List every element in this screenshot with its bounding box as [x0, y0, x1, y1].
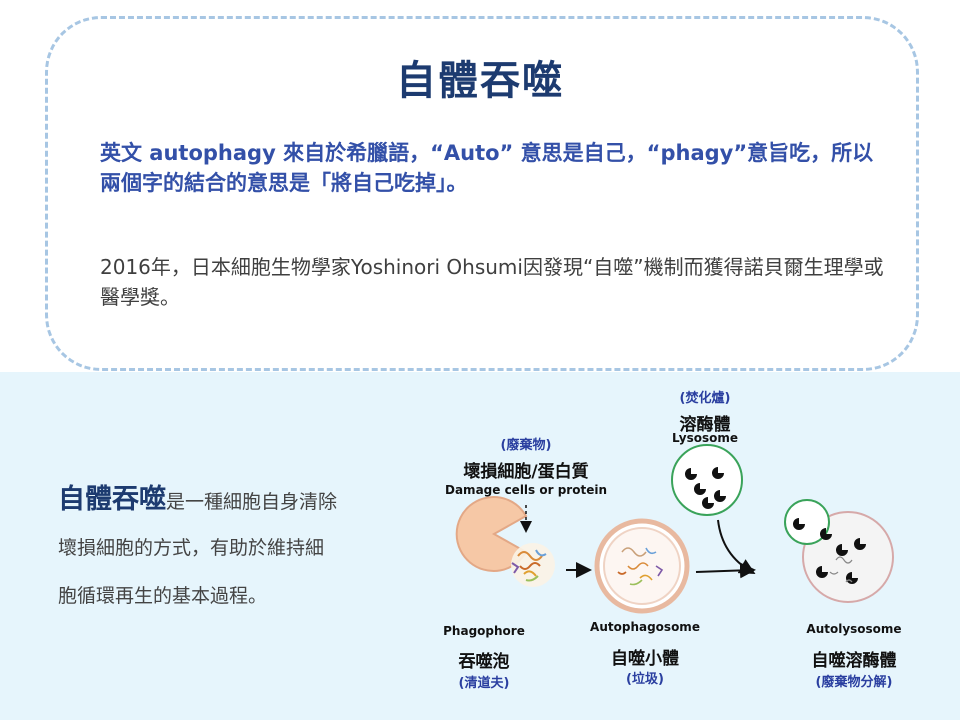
phagophore-zh-label: 吞噬泡 — [458, 652, 510, 672]
page-title: 自體吞噬 — [396, 58, 564, 104]
autophagosome-paren-label: (垃圾) — [626, 672, 664, 687]
autolysosome-paren-label: (廢棄物分解) — [815, 675, 893, 690]
autophagosome-en-label: Autophagosome — [590, 620, 700, 634]
phagophore-shape — [455, 496, 528, 572]
description-line-3: 胞循環再生的基本過程。 — [58, 585, 268, 607]
lysosome-zh-label: 溶酶體 — [679, 415, 731, 435]
autophagosome-zh-label: 自噬小體 — [611, 649, 679, 669]
lysosome-shape — [671, 444, 743, 516]
autolysosome-zh-label: 自噬溶酶體 — [811, 651, 897, 671]
phagophore-en-label: Phagophore — [443, 624, 525, 638]
arrow-to-autolysosome — [695, 562, 756, 579]
nobel-prize-text: 2016年，日本細胞生物學家Yoshinori Ohsumi因發現“自噬”機制而… — [100, 255, 884, 309]
damage-en-label: Damage cells or protein — [445, 483, 607, 497]
lysosome-en-label: Lysosome — [671, 431, 739, 445]
damage-zh-label: 壞損細胞/蛋白質 — [463, 462, 589, 482]
intro-card — [45, 16, 919, 371]
autophagy-description: 自體吞噬是一種細胞自身清除 壞損細胞的方式，有助於維持細 胞循環再生的基本過程。 — [58, 480, 410, 624]
autophagosome-shape — [594, 518, 690, 614]
lysosome-fusion-arrow — [717, 519, 756, 574]
description-line-2: 壞損細胞的方式，有助於維持細 — [58, 537, 325, 559]
description-term: 自體吞噬 — [58, 484, 166, 515]
phagophore-paren-label: (清道夫) — [458, 676, 510, 691]
lysosome-paren-label: (焚化爐) — [679, 391, 731, 406]
description-line-1: 自體吞噬是一種細胞自身清除 — [58, 480, 410, 528]
damaged-protein-icon — [511, 543, 555, 587]
autolysosome-shape — [784, 499, 894, 603]
autolysosome-en-label: Autolysosome — [806, 622, 902, 636]
description-line-1-rest: 是一種細胞自身清除 — [166, 491, 338, 513]
damage-paren-label: (廢棄物) — [500, 438, 552, 453]
etymology-text: 英文 autophagy 來自於希臘語，“Auto” 意思是自己，“phagy”… — [100, 141, 874, 195]
